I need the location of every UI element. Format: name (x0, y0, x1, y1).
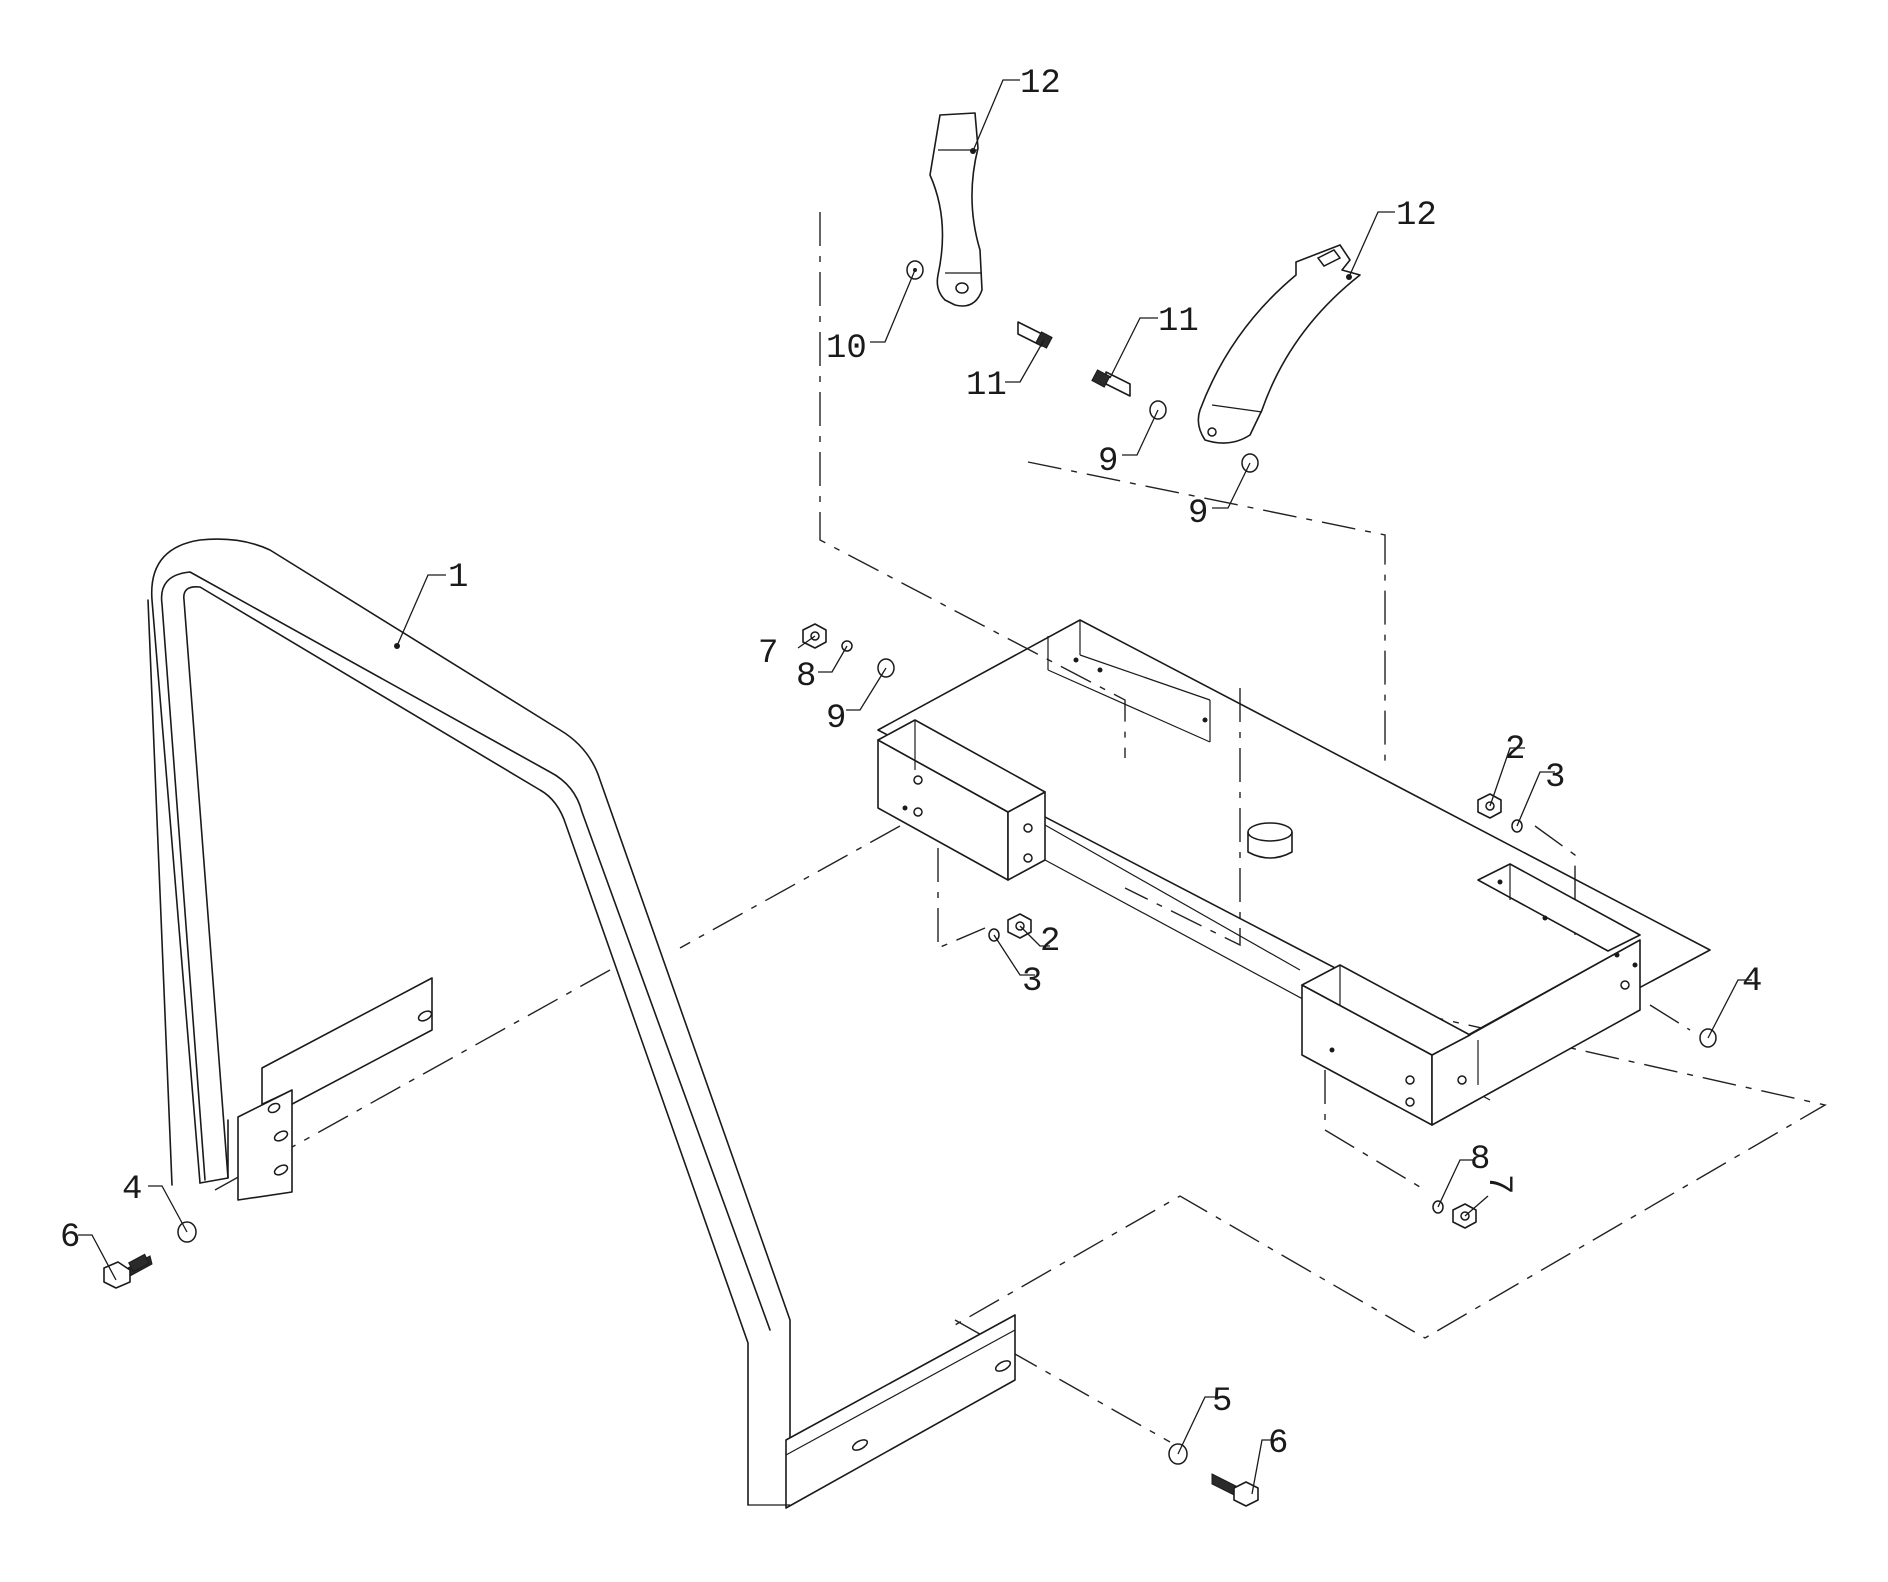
callout-1: 1 (448, 559, 468, 597)
nut-7-lower (1452, 1203, 1477, 1229)
bolt-6-right (1211, 1473, 1259, 1507)
callout-9-upper: 9 (1098, 443, 1118, 481)
callout-11-lower: 11 (966, 367, 1007, 405)
callout-6-left: 6 (60, 1219, 80, 1257)
assembly-dash-lines (214, 212, 1827, 1443)
callout-3-lower: 3 (1022, 963, 1042, 1001)
leader-lines (78, 79, 1752, 1495)
hardware (103, 260, 1717, 1507)
seat-strap-buckle (1197, 244, 1361, 444)
callout-labels: 1 12 12 10 11 11 9 9 9 8 7 2 3 2 3 4 4 5… (60, 65, 1762, 1463)
callout-10: 10 (826, 330, 867, 368)
callout-12-right: 12 (1396, 197, 1437, 235)
callout-4-left: 4 (122, 1171, 142, 1209)
callout-8-lower: 8 (1470, 1141, 1490, 1179)
nut-2-upper (1477, 793, 1502, 819)
callout-8-upper: 8 (796, 658, 816, 696)
base-frame (877, 619, 1711, 1126)
callout-7-upper: 7 (758, 635, 778, 673)
callout-4-right: 4 (1742, 963, 1762, 1001)
callout-3-upper: 3 (1545, 759, 1565, 797)
seat-strap-left (929, 112, 983, 307)
bolt-11-upper (1017, 321, 1053, 349)
callout-9-left: 9 (826, 700, 846, 738)
callout-5: 5 (1212, 1383, 1232, 1421)
callout-11-upper: 11 (1158, 303, 1199, 341)
callout-2-upper: 2 (1505, 731, 1525, 769)
callout-9-right: 9 (1188, 495, 1208, 533)
callout-2-lower: 2 (1040, 923, 1060, 961)
callout-7-lower: 7 (1479, 1174, 1517, 1194)
callout-6-right: 6 (1268, 1425, 1288, 1463)
bolt-11-lower (1091, 369, 1131, 397)
roll-bar-frame (147, 538, 1016, 1509)
callout-12-left: 12 (1020, 65, 1061, 103)
